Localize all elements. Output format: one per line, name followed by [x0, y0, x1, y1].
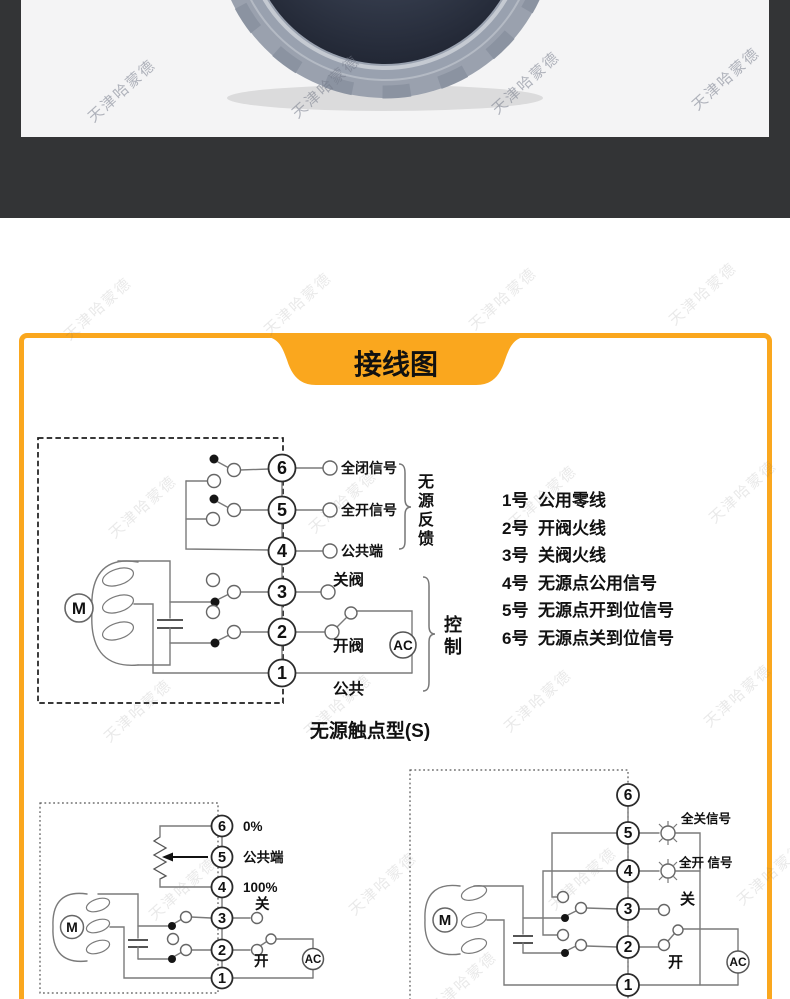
legend-desc: 关阀火线: [538, 546, 606, 565]
product-photo-device: [227, 0, 543, 111]
terminal-2: 2: [218, 943, 226, 959]
motor-label: M: [66, 919, 78, 935]
ac-label: AC: [729, 955, 747, 969]
motor-label: M: [439, 912, 452, 929]
legend-line-2: 2号开阀火线: [502, 514, 606, 539]
legend-number: 4号: [502, 574, 529, 593]
ac-label: AC: [305, 954, 322, 966]
legend-line-4: 4号无源点公用信号: [502, 569, 657, 594]
banner-tab: 接线图: [260, 336, 532, 385]
control-group-label: 控制: [442, 615, 462, 659]
terminal-6: 6: [624, 787, 633, 804]
label-open: 开: [668, 954, 683, 971]
legend-line-1: 1号公用零线: [502, 486, 606, 511]
photo-strip-dark-band: 天津哈蒙德 天津哈蒙德 天津哈蒙德 天津哈蒙德: [0, 0, 790, 218]
ac-source-symbol: [726, 950, 750, 974]
terminal-6: 6: [218, 819, 226, 835]
label-open-valve: 开阀: [333, 636, 364, 655]
diagram-potentiometer: M AC 6 5 4 3 2 1 0% 公共端 100% 关 开: [39, 802, 325, 994]
label-full-close-signal: 全关信号: [680, 811, 731, 826]
label-0-percent: 0%: [243, 819, 263, 834]
legend-number: 3号: [502, 546, 529, 565]
label-full-open-signal: 全开信号: [340, 502, 397, 518]
banner-title: 接线图: [354, 349, 438, 380]
label-close: 关: [255, 895, 270, 913]
diagram-caption: 无源触点型(S): [309, 721, 431, 742]
lamp-full-close-icon: [658, 821, 678, 845]
diagram-lamp-feedback: M AC 6 5 4 3 2 1 全关信号 全开 信号 关 开: [409, 769, 750, 999]
lamp-full-open-icon: [658, 859, 678, 883]
terminal-1: 1: [218, 971, 226, 987]
legend-number: 5号: [502, 601, 529, 620]
terminal-5: 5: [277, 500, 287, 520]
legend-desc: 无源点公用信号: [538, 574, 657, 593]
ac-source-symbol: [301, 947, 325, 971]
label-common-terminal: 公共端: [341, 543, 383, 559]
diagram-passive-contact: M AC 6 5 4 3 2 1 全闭信号 全开信号 公共端 关阀 开阀 公共: [37, 437, 436, 704]
ac-source-symbol: [389, 631, 417, 659]
legend-number: 6号: [502, 629, 529, 648]
terminal-2: 2: [277, 622, 287, 642]
potentiometer-resistor: [152, 836, 168, 880]
label-common-terminal: 公共端: [243, 849, 284, 865]
ac-label: AC: [393, 638, 413, 653]
legend-line-6: 6号无源点关到位信号: [502, 624, 674, 649]
terminal-3: 3: [277, 582, 287, 602]
legend-number: 2号: [502, 519, 529, 538]
label-common: 公共: [333, 680, 365, 698]
label-open: 开: [254, 953, 269, 970]
terminal-6: 6: [277, 458, 287, 478]
terminal-1: 1: [624, 977, 633, 994]
terminal-4: 4: [624, 863, 633, 880]
legend-line-3: 3号关阀火线: [502, 541, 606, 566]
terminal-3: 3: [624, 901, 633, 918]
legend-desc: 开阀火线: [538, 519, 606, 538]
wiring-panel: [19, 333, 772, 999]
legend-number: 1号: [502, 491, 529, 510]
legend-desc: 无源点开到位信号: [538, 601, 674, 620]
legend-desc: 无源点关到位信号: [538, 629, 674, 648]
motor-label: M: [72, 599, 86, 618]
legend-line-5: 5号无源点开到位信号: [502, 596, 674, 621]
legend-desc: 公用零线: [538, 491, 606, 510]
control-brace: [422, 576, 436, 692]
terminal-3: 3: [218, 911, 226, 927]
terminal-5: 5: [218, 850, 226, 866]
label-close-valve: 关阀: [333, 570, 364, 589]
label-full-close-signal: 全闭信号: [340, 460, 397, 476]
terminal-5: 5: [624, 825, 633, 842]
terminal-4: 4: [277, 541, 287, 561]
motor-symbol: [64, 593, 94, 623]
label-full-open-signal: 全开 信号: [678, 855, 732, 870]
terminal-2: 2: [624, 939, 633, 956]
terminal-4: 4: [218, 880, 226, 896]
motor-symbol: [432, 907, 458, 933]
product-photo-area: 天津哈蒙德 天津哈蒙德 天津哈蒙德 天津哈蒙德: [21, 0, 769, 137]
label-100-percent: 100%: [243, 880, 278, 895]
motor-symbol: [59, 914, 85, 940]
terminal-1: 1: [277, 663, 287, 683]
feedback-group-label: 无源反馈: [415, 473, 432, 549]
label-close: 关: [680, 890, 695, 908]
feedback-brace: [398, 463, 412, 550]
